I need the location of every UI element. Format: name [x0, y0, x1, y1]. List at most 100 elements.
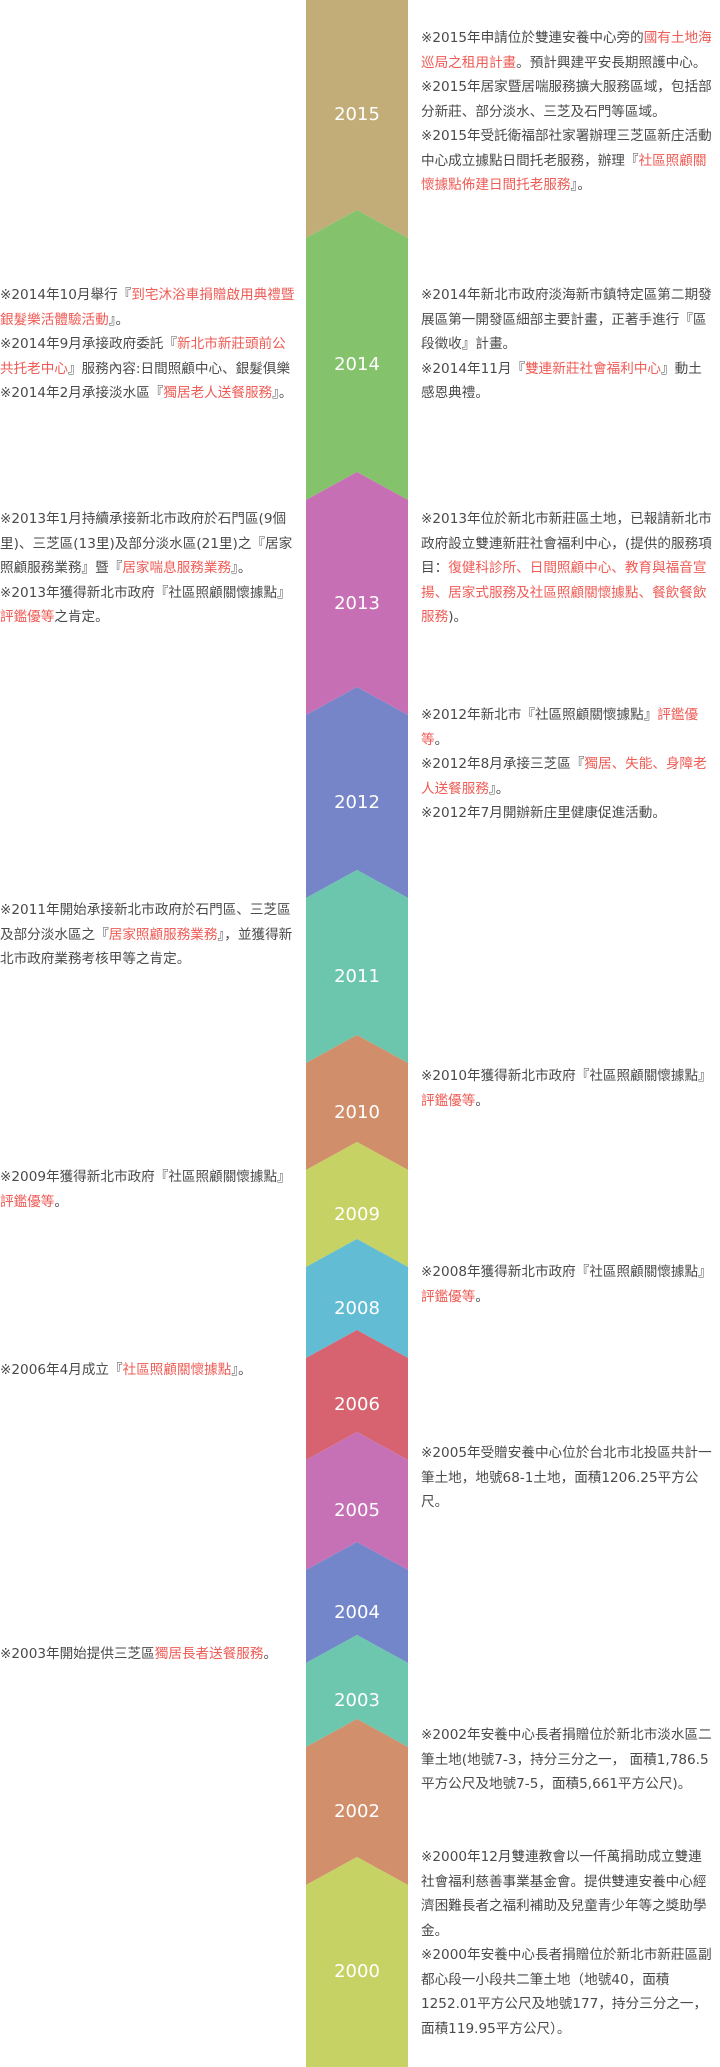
highlight-link[interactable]: 到宅沐浴車捐贈啟用典禮暨銀髮樂活體驗活動: [0, 287, 295, 328]
highlight-link[interactable]: 復健科診所、日間照顧中心、教育與福音宣揚、居家式服務及社區照顧關懷據點、餐飲餐飲…: [421, 560, 707, 625]
year-label-2010: 2010: [334, 1101, 380, 1123]
event-text: 。: [263, 1646, 278, 1662]
event-text: ※2008年獲得新北市政府『社區照顧關懷據點』: [421, 1264, 712, 1280]
timeline-segment-2003: [306, 1635, 408, 1747]
events-left-2011: ※2011年開始承接新北市政府於石門區、三芝區及部分淡水區之『居家照顧服務業務』…: [0, 898, 296, 972]
event-text: 』動土感恩典禮。: [421, 360, 702, 402]
year-label-2008: 2008: [334, 1297, 380, 1319]
event-entry: ※2005年受贈安養中心位於台北市北投區共計一筆土地，地號68-1土地，面積12…: [421, 1441, 713, 1515]
events-left-2013: ※2013年1月持續承接新北市政府於石門區(9個里)、三芝區(13里)及部分淡水…: [0, 507, 296, 630]
timeline-segment-2009: [306, 1142, 408, 1267]
timeline-segment-2004: [306, 1542, 408, 1663]
highlight-link[interactable]: 獨居、失能、身障老人送餐服務: [421, 756, 707, 797]
year-label-2006: 2006: [334, 1394, 380, 1415]
events-right-2005: ※2005年受贈安養中心位於台北市北投區共計一筆土地，地號68-1土地，面積12…: [421, 1441, 713, 1515]
events-right-2008: ※2008年獲得新北市政府『社區照顧關懷據點』評鑑優等。: [421, 1260, 713, 1309]
event-text: 。: [475, 1092, 489, 1109]
events-left-2006: ※2006年4月成立『社區照顧關懷據點』。: [0, 1358, 296, 1383]
event-entry: ※2012年新北市『社區照顧關懷據點』評鑑優等。: [421, 703, 713, 752]
event-entry: ※2000年12月雙連教會以一仟萬捐助成立雙連社會福利慈善事業基金會。提供雙連安…: [421, 1845, 713, 1943]
event-text: 』。: [272, 385, 293, 401]
event-entry: ※2015年居家暨居喘服務擴大服務區域，包括部分新莊、部分淡水、三芝及石門等區域…: [421, 75, 713, 124]
events-right-2012: ※2012年新北市『社區照顧關懷據點』評鑑優等。※2012年8月承接三芝區『獨居…: [421, 703, 713, 826]
event-text: ※2015年居家暨居喘服務擴大服務區域，包括部分新莊、部分淡水、三芝及石門等區域…: [421, 79, 712, 120]
events-right-2015: ※2015年申請位於雙連安養中心旁的國有土地海巡局之租用計畫。預計興建平安長期照…: [421, 26, 713, 198]
event-text: ※2014年11月『: [421, 360, 526, 377]
event-entry: ※2013年獲得新北市政府『社區照顧關懷據點』評鑑優等之肯定。: [0, 581, 296, 630]
highlight-link[interactable]: 評鑑優等: [0, 609, 55, 625]
timeline-segment-2000: [306, 1857, 408, 2067]
timeline-segment-2015: [306, 0, 408, 238]
highlight-link[interactable]: 新北市新莊頭前公共托老中心: [0, 336, 286, 377]
event-text: 』，並獲得新北市政府業務考核甲等之肯定。: [0, 926, 293, 968]
highlight-link[interactable]: 獨居老人送餐服務: [163, 385, 273, 401]
event-entry: ※2014年11月『雙連新莊社會福利中心』動土感恩典禮。: [421, 357, 713, 406]
event-text: ※2012年7月開辦新庄里健康促進活動。: [421, 805, 666, 821]
event-entry: ※2003年開始提供三芝區獨居長者送餐服務。: [0, 1642, 296, 1667]
event-entry: ※2000年安養中心長者捐贈位於新北市新莊區副都心段一小段共二筆土地（地號40，…: [421, 1943, 713, 2041]
year-label-2009: 2009: [334, 1203, 380, 1225]
timeline-segment-2011: [306, 870, 408, 1063]
highlight-link[interactable]: 雙連新莊社會福利中心: [525, 360, 662, 377]
event-text: ※2014年10月舉行『: [0, 287, 132, 303]
event-entry: ※2014年9月承接政府委託『新北市新莊頭前公共托老中心』服務內容:日間照顧中心…: [0, 332, 296, 381]
event-entry: ※2008年獲得新北市政府『社區照顧關懷據點』評鑑優等。: [421, 1260, 713, 1309]
highlight-link[interactable]: 居家照顧服務業務: [108, 926, 218, 943]
event-text: ※2003年開始提供三芝區: [0, 1646, 155, 1662]
event-text: 』。: [231, 1362, 252, 1378]
event-entry: ※2013年1月持續承接新北市政府於石門區(9個里)、三芝區(13里)及部分淡水…: [0, 507, 296, 581]
event-text: ※2012年新北市『社區照顧關懷據點』: [421, 707, 658, 723]
event-text: ※2005年受贈安養中心位於台北市北投區共計一筆土地，地號68-1土地，面積12…: [421, 1445, 712, 1510]
event-text: ※2011年開始承接新北市政府於石門區、三芝區及部分淡水區之『: [0, 902, 291, 943]
event-text: ※2009年獲得新北市政府『社區照顧關懷據點』: [0, 1169, 291, 1185]
highlight-link[interactable]: 評鑑優等: [421, 1288, 476, 1305]
timeline-segment-2006: [306, 1330, 408, 1460]
event-entry: ※2006年4月成立『社區照顧關懷據點』。: [0, 1358, 296, 1383]
event-text: ※2015年申請位於雙連安養中心旁的: [421, 30, 644, 46]
events-right-2000: ※2000年12月雙連教會以一仟萬捐助成立雙連社會福利慈善事業基金會。提供雙連安…: [421, 1845, 713, 2041]
highlight-link[interactable]: 社區照顧關懷據點: [122, 1362, 232, 1378]
event-text: ※2015年受託衛福部社家署辦理三芝區新庄活動中心成立據點日間托老服務，辦理『: [421, 128, 712, 169]
events-left-2014: ※2014年10月舉行『到宅沐浴車捐贈啟用典禮暨銀髮樂活體驗活動』。※2014年…: [0, 283, 296, 406]
year-label-2003: 2003: [334, 1690, 380, 1711]
event-entry: ※2014年10月舉行『到宅沐浴車捐贈啟用典禮暨銀髮樂活體驗活動』。: [0, 283, 296, 332]
highlight-link[interactable]: 社區照顧關懷據點佈建日間托老服務: [421, 152, 707, 194]
highlight-link[interactable]: 居家喘息服務業務: [122, 560, 232, 576]
highlight-link[interactable]: 評鑑優等: [0, 1193, 55, 1210]
event-text: ※2002年安養中心長者捐贈位於新北市淡水區二筆土地(地號7-3，持分三分之一，…: [421, 1727, 712, 1792]
events-right-2013: ※2013年位於新北市新莊區土地，已報請新北市政府設立雙連新莊社會福利中心，(提…: [421, 507, 713, 630]
event-text: 』。: [570, 177, 591, 193]
event-entry: ※2014年新北市政府淡海新市鎮特定區第二期發展區第一開發區細部主要計畫，正著手…: [421, 283, 713, 357]
highlight-link[interactable]: 評鑑優等: [421, 707, 699, 748]
event-text: 』服務內容:日間照顧中心、銀髮俱樂: [67, 360, 291, 377]
event-entry: ※2015年申請位於雙連安養中心旁的國有土地海巡局之租用計畫。預計興建平安長期照…: [421, 26, 713, 75]
year-label-2005: 2005: [334, 1500, 380, 1521]
year-label-2004: 2004: [334, 1601, 380, 1623]
event-text: 』。: [488, 780, 510, 797]
event-entry: ※2002年安養中心長者捐贈位於新北市淡水區二筆土地(地號7-3，持分三分之一，…: [421, 1723, 713, 1797]
highlight-link[interactable]: 評鑑優等: [421, 1092, 476, 1109]
event-text: ※2000年12月雙連教會以一仟萬捐助成立雙連社會福利慈善事業基金會。提供雙連安…: [421, 1849, 707, 1939]
timeline-spine: [306, 0, 408, 2067]
events-right-2014: ※2014年新北市政府淡海新市鎮特定區第二期發展區第一開發區細部主要計畫，正著手…: [421, 283, 713, 406]
highlight-link[interactable]: 國有土地海巡局之租用計畫: [421, 30, 712, 71]
events-right-2010: ※2010年獲得新北市政府『社區照顧關懷據點』評鑑優等。: [421, 1064, 713, 1113]
event-text: ※2006年4月成立『: [0, 1362, 123, 1378]
event-entry: ※2012年7月開辦新庄里健康促進活動。: [421, 801, 713, 826]
event-text: 。: [54, 1193, 68, 1210]
events-right-2002: ※2002年安養中心長者捐贈位於新北市淡水區二筆土地(地號7-3，持分三分之一，…: [421, 1723, 713, 1797]
event-entry: ※2009年獲得新北市政府『社區照顧關懷據點』評鑑優等。: [0, 1165, 296, 1214]
event-text: ※2010年獲得新北市政府『社區照顧關懷據點』: [421, 1068, 712, 1084]
timeline-segment-2014: [306, 210, 408, 500]
timeline-segment-2005: [306, 1432, 408, 1570]
event-entry: ※2010年獲得新北市政府『社區照顧關懷據點』評鑑優等。: [421, 1064, 713, 1113]
year-label-2011: 2011: [334, 965, 380, 987]
timeline-segment-2013: [306, 472, 408, 715]
event-text: ※2000年安養中心長者捐贈位於新北市新莊區副都心段一小段共二筆土地（地號40，…: [421, 1947, 712, 2037]
highlight-link[interactable]: 獨居長者送餐服務: [154, 1646, 264, 1662]
year-label-2013: 2013: [334, 592, 380, 614]
year-label-2000: 2000: [334, 1961, 380, 1982]
timeline-segment-2002: [306, 1719, 408, 1885]
timeline-segment-2008: [306, 1239, 408, 1358]
event-text: )。: [448, 609, 468, 625]
